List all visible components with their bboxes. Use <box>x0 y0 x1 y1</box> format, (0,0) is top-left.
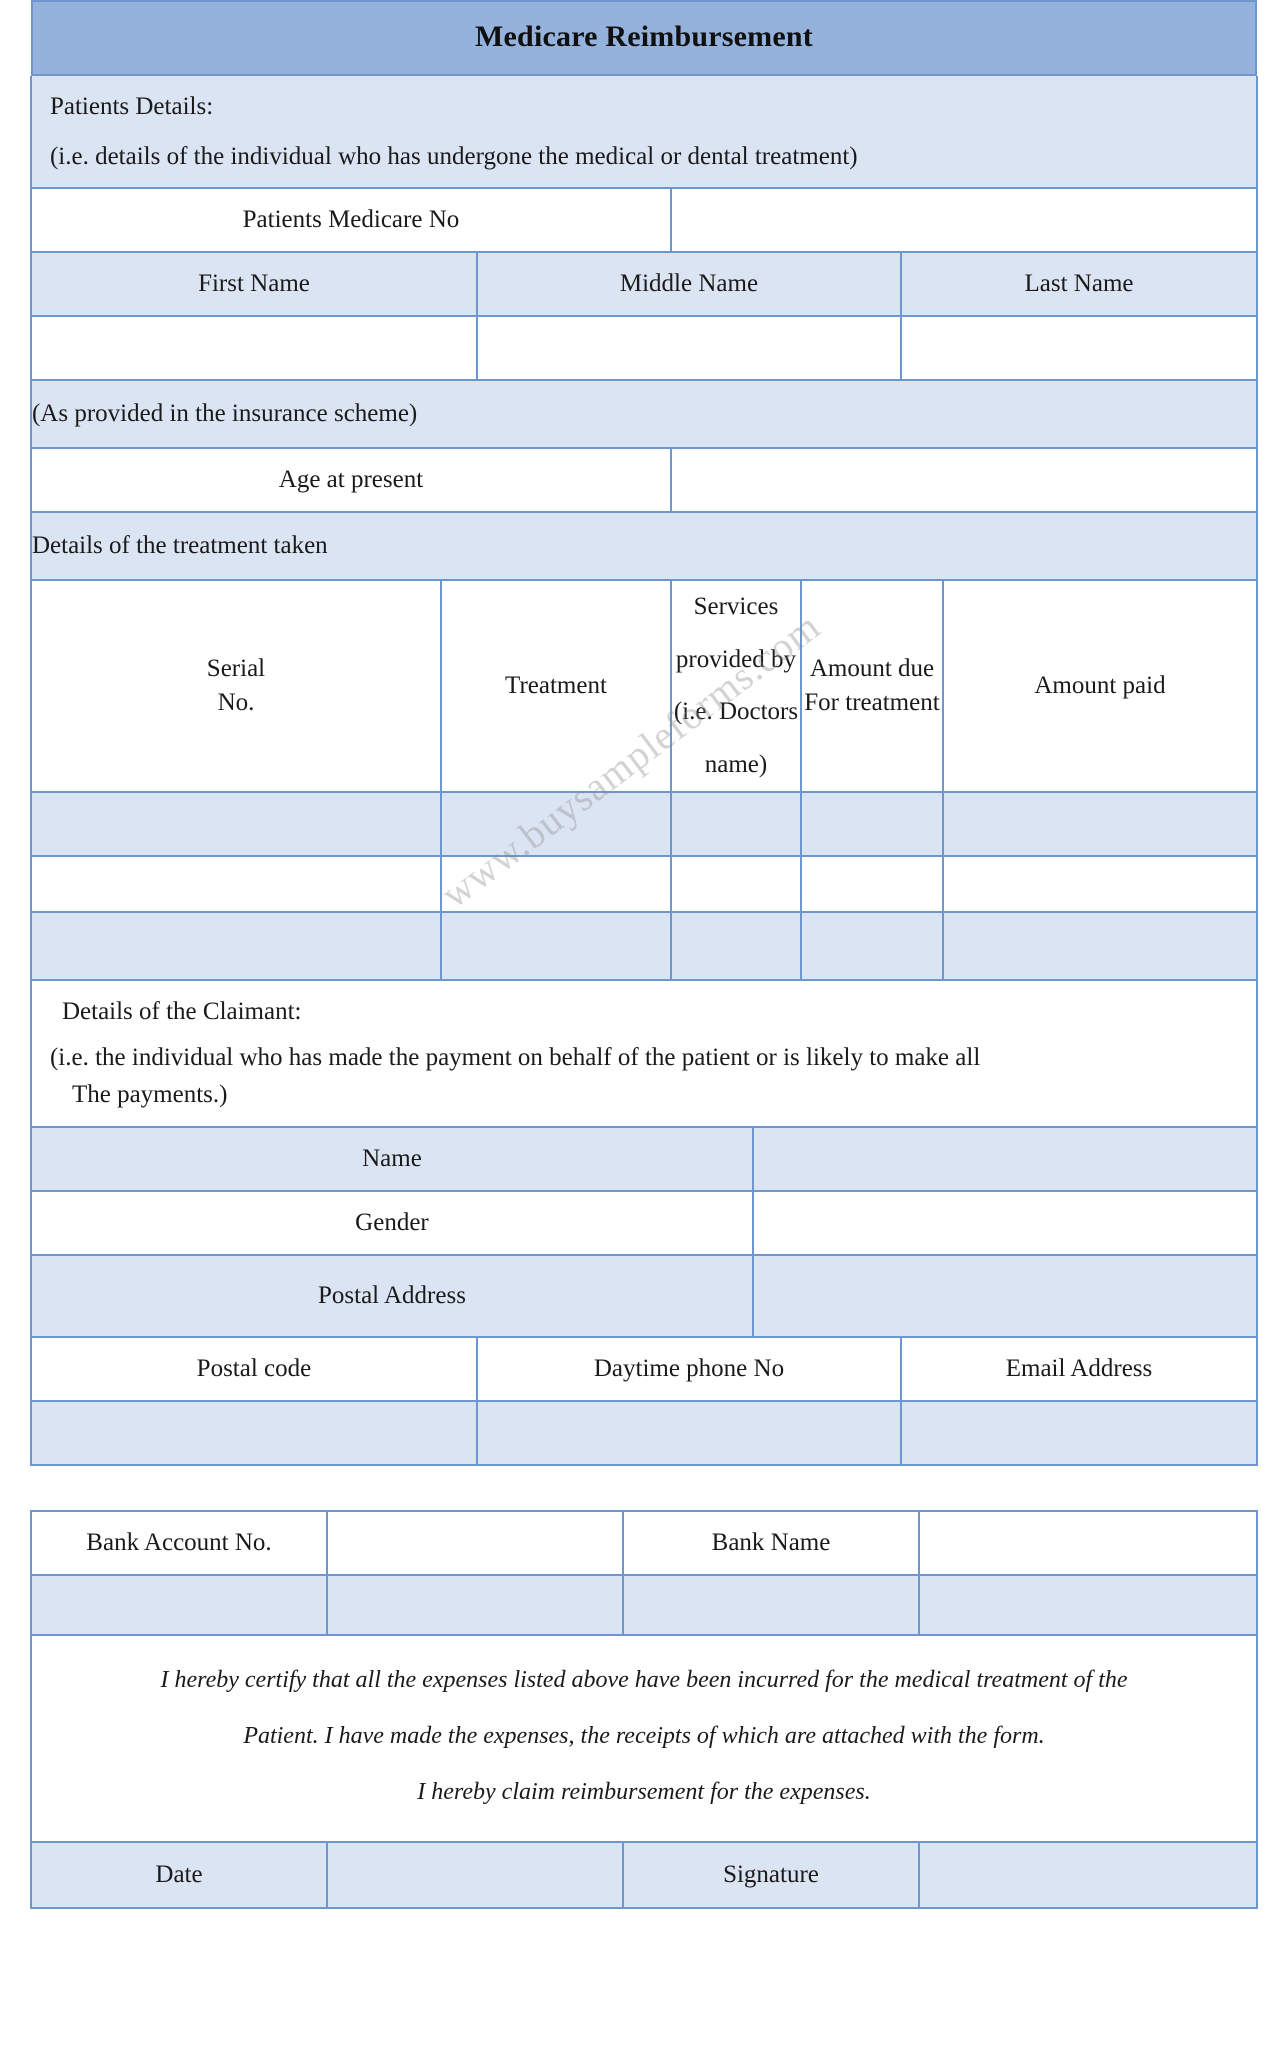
signature-field[interactable] <box>918 1840 1258 1909</box>
signature-row: Date Signature <box>30 1840 1258 1909</box>
bank-account-no-field[interactable] <box>326 1509 624 1576</box>
claimant-gender-label: Gender <box>29 1189 754 1256</box>
claimant-gender-field[interactable] <box>751 1189 1259 1256</box>
contact-header-row: Postal code Daytime phone No Email Addre… <box>29 1335 1259 1402</box>
patient-details-heading: Patients Details: <box>49 93 214 120</box>
age-label: Age at present <box>29 447 672 513</box>
postal-code-field[interactable] <box>29 1399 478 1466</box>
contact-value-row <box>29 1399 1259 1466</box>
treatment-r2-serial[interactable] <box>29 911 442 981</box>
claimant-name-row: Name <box>29 1125 1259 1192</box>
treatment-r1-serial[interactable] <box>29 855 442 913</box>
treatment-r1-treatment[interactable] <box>439 855 672 913</box>
bank-account-no-label: Bank Account No. <box>30 1509 328 1576</box>
col-amount-due-line2: For treatment <box>804 689 940 716</box>
bank-name-label: Bank Name <box>622 1509 920 1576</box>
col-services-line1: Services provided by <box>675 593 797 673</box>
bank-name-field[interactable] <box>918 1509 1258 1576</box>
table-row <box>29 855 1259 913</box>
treatment-r2-treatment[interactable] <box>439 911 672 981</box>
treatment-r0-services[interactable] <box>669 791 802 857</box>
treatment-r2-amount-due[interactable] <box>799 911 944 981</box>
age-field[interactable] <box>669 447 1259 513</box>
treatment-r2-services[interactable] <box>669 911 802 981</box>
date-field[interactable] <box>326 1840 624 1909</box>
insurance-scheme-note: (As provided in the insurance scheme) <box>29 379 1259 449</box>
claimant-details-note-line2: The payments.) <box>71 1081 228 1108</box>
treatment-r1-amount-paid[interactable] <box>941 855 1259 913</box>
certification-row: I hereby certify that all the expenses l… <box>30 1633 1258 1843</box>
treatment-r0-treatment[interactable] <box>439 791 672 857</box>
col-amount-due: Amount due For treatment <box>799 579 944 793</box>
col-amount-paid: Amount paid <box>941 579 1259 793</box>
claimant-name-field[interactable] <box>751 1125 1259 1192</box>
patient-details-note: (i.e. details of the individual who has … <box>49 142 858 170</box>
bank-blank-cell-4[interactable] <box>918 1573 1258 1636</box>
treatment-r2-amount-paid[interactable] <box>941 911 1259 981</box>
claimant-postal-address-row: Postal Address <box>29 1253 1259 1338</box>
email-address-label: Email Address <box>899 1335 1259 1402</box>
claimant-details-note-line1: (i.e. the individual who has made the pa… <box>49 1043 981 1071</box>
name-value-row <box>29 315 1259 381</box>
claimant-postal-address-field[interactable] <box>751 1253 1259 1338</box>
certification-line-1: I hereby certify that all the expenses l… <box>160 1666 1128 1693</box>
last-name-field[interactable] <box>899 315 1259 381</box>
first-name-field[interactable] <box>29 315 478 381</box>
certification-text: I hereby certify that all the expenses l… <box>32 1636 1256 1841</box>
section-gap <box>0 1466 1288 1510</box>
middle-name-header: Middle Name <box>475 251 902 317</box>
date-label: Date <box>30 1840 328 1909</box>
treatment-details-heading: Details of the treatment taken <box>29 511 1259 581</box>
claimant-gender-row: Gender <box>29 1189 1259 1256</box>
col-services-line2: (i.e. Doctors name) <box>673 698 799 778</box>
bank-blank-cell-3[interactable] <box>622 1573 920 1636</box>
bank-header-row: Bank Account No. Bank Name <box>30 1509 1258 1576</box>
daytime-phone-field[interactable] <box>475 1399 902 1466</box>
bank-signature-table: Bank Account No. Bank Name I hereby cert… <box>30 1509 1258 1909</box>
bank-blank-cell-1[interactable] <box>30 1573 328 1636</box>
medicare-no-field[interactable] <box>669 187 1259 253</box>
title-row: Medicare Reimbursement <box>30 0 1258 76</box>
bank-blank-row <box>30 1573 1258 1636</box>
treatment-r0-amount-paid[interactable] <box>941 791 1259 857</box>
daytime-phone-label: Daytime phone No <box>475 1335 902 1402</box>
treatment-r0-amount-due[interactable] <box>799 791 944 857</box>
bank-blank-cell-2[interactable] <box>326 1573 624 1636</box>
claimant-details-heading: Details of the Claimant: <box>61 998 302 1025</box>
col-amount-due-line1: Amount due <box>809 655 935 683</box>
col-services-provided-by: Services provided by (i.e. Doctors name) <box>669 579 802 793</box>
col-treatment: Treatment <box>439 579 672 793</box>
medicare-no-label: Patients Medicare No <box>29 187 672 253</box>
certification-line-3: I hereby claim reimbursement for the exp… <box>417 1779 871 1806</box>
signature-label: Signature <box>622 1840 920 1909</box>
claimant-postal-address-label: Postal Address <box>29 1253 754 1338</box>
email-address-field[interactable] <box>899 1399 1259 1466</box>
page-title: Medicare Reimbursement <box>30 0 1258 76</box>
middle-name-field[interactable] <box>475 315 902 381</box>
treatment-r1-amount-due[interactable] <box>799 855 944 913</box>
table-row <box>29 911 1259 981</box>
postal-code-label: Postal code <box>29 1335 478 1402</box>
main-form-table: Medicare Reimbursement Patients Details:… <box>29 0 1259 1466</box>
table-row <box>29 791 1259 857</box>
age-row: Age at present <box>29 447 1259 513</box>
last-name-header: Last Name <box>899 251 1259 317</box>
first-name-header: First Name <box>29 251 478 317</box>
treatment-r1-services[interactable] <box>669 855 802 913</box>
certification-line-2: Patient. I have made the expenses, the r… <box>243 1722 1045 1749</box>
col-serial-no-line2: No. <box>217 689 255 716</box>
medicare-no-row: Patients Medicare No <box>29 187 1259 253</box>
claimant-name-label: Name <box>29 1125 754 1192</box>
col-serial-no-line1: Serial <box>206 655 266 683</box>
claimant-heading-row: Details of the Claimant: (i.e. the indiv… <box>29 979 1259 1128</box>
patient-heading-row: Patients Details: (i.e. details of the i… <box>29 76 1259 189</box>
name-header-row: First Name Middle Name Last Name <box>29 251 1259 317</box>
treatment-heading-row: Details of the treatment taken <box>29 511 1259 581</box>
col-serial-no: Serial No. <box>29 579 442 793</box>
treatment-r0-serial[interactable] <box>29 791 442 857</box>
treatment-columns-row: Serial No. Treatment Services provided b… <box>29 579 1259 793</box>
scheme-note-row: (As provided in the insurance scheme) <box>29 379 1259 449</box>
